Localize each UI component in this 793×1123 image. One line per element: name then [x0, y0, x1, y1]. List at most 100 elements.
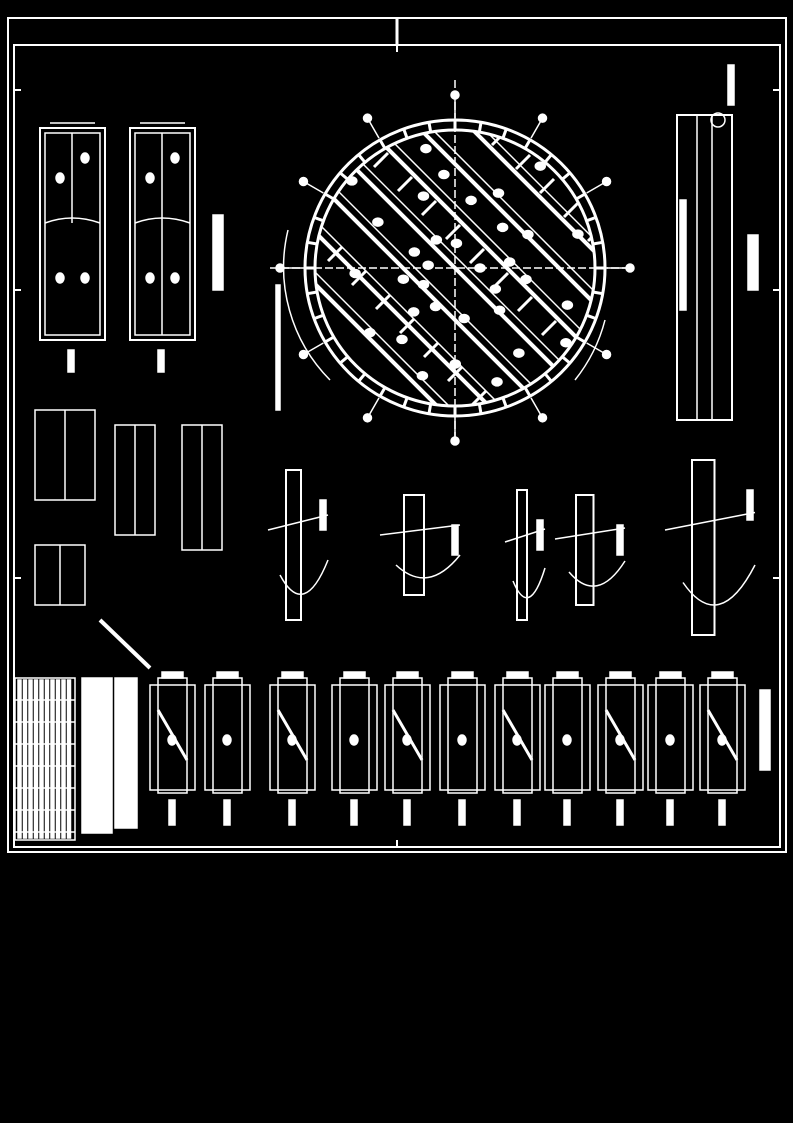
cross-brace	[514, 13, 528, 27]
manhole-marker	[407, 307, 420, 317]
ring-segment	[307, 240, 318, 246]
notes-text-block	[81, 677, 113, 834]
detail-section	[691, 459, 716, 636]
elevation-panel	[129, 122, 196, 373]
table-column	[61, 679, 66, 839]
hole-marker	[80, 152, 90, 164]
detail-section	[403, 494, 425, 596]
manhole-marker	[396, 334, 408, 345]
cross-brace	[562, 201, 580, 219]
panel-cap	[609, 671, 632, 679]
hole-marker	[222, 734, 232, 746]
manhole-marker	[489, 284, 502, 294]
panel-outline	[439, 684, 486, 791]
section-panel	[204, 671, 251, 826]
cross-brace	[236, 435, 250, 449]
callout-bubble	[450, 436, 460, 446]
section-panel	[149, 671, 196, 826]
cross-brace	[332, 531, 346, 545]
side-elevation	[676, 64, 759, 421]
leader-line	[586, 182, 605, 194]
ring-segment	[592, 290, 603, 296]
ring-segment	[339, 355, 349, 365]
ring-segment	[402, 128, 409, 139]
table-column	[39, 679, 44, 839]
panel-outline	[384, 684, 431, 791]
panel-cap	[343, 671, 366, 679]
cross-brace	[562, 61, 576, 75]
callout-bubble	[537, 113, 548, 123]
bottom-panel-row	[149, 671, 771, 826]
general-notes	[81, 677, 138, 834]
panel-label	[67, 349, 75, 373]
hole-marker	[349, 734, 359, 746]
detail-label	[746, 489, 754, 521]
panel-label	[168, 799, 176, 826]
panel-label	[403, 799, 411, 826]
panel-outline	[544, 684, 591, 791]
cross-brace	[372, 151, 390, 169]
leader-line	[530, 120, 542, 139]
ring-segment	[402, 397, 409, 408]
cross-brace	[280, 199, 294, 213]
manhole-marker	[493, 305, 506, 316]
panel-cap	[216, 671, 239, 679]
manhole-marker	[417, 191, 430, 201]
panel-brace	[156, 709, 189, 761]
ring-segment	[575, 335, 586, 344]
manhole-marker	[491, 377, 503, 387]
cross-brace	[348, 130, 366, 145]
cross-brace	[212, 411, 226, 425]
cross-brace	[396, 175, 414, 193]
manhole-marker	[364, 327, 376, 338]
manhole-marker	[422, 260, 434, 270]
panel-label	[563, 799, 571, 826]
detail-profile	[664, 511, 756, 606]
manhole-marker	[520, 274, 532, 285]
table-column	[17, 679, 22, 839]
cross-brace	[282, 341, 296, 355]
panel-outline	[204, 684, 251, 791]
manhole-marker	[408, 247, 421, 257]
ring-segment	[561, 355, 571, 365]
manhole-marker	[492, 188, 505, 198]
leader-line	[368, 120, 380, 139]
detail-views	[34, 409, 756, 670]
panel-brace	[706, 709, 739, 761]
cross-brace	[610, 109, 624, 123]
row-title	[759, 689, 771, 771]
panel-brace	[501, 709, 534, 761]
side-text	[679, 199, 687, 311]
cross-brace	[586, 85, 600, 99]
panel-outline	[647, 684, 694, 791]
cross-brace	[586, 225, 595, 243]
manhole-marker	[561, 300, 574, 310]
ring-segment	[307, 290, 318, 296]
panel-cap	[161, 671, 184, 679]
ring-segment	[523, 139, 532, 150]
leader-line	[586, 342, 605, 354]
callout-bubble	[362, 113, 373, 123]
leader-line	[305, 182, 324, 194]
dimension-arc	[282, 229, 606, 381]
section-panel	[699, 671, 746, 826]
callout-bubble	[450, 90, 460, 100]
cross-brace	[420, 59, 434, 73]
ring-segment	[501, 128, 508, 139]
ring-segment	[543, 153, 553, 164]
manhole-marker	[513, 348, 525, 358]
cross-brace	[612, 251, 626, 265]
callout-bubble	[298, 349, 309, 360]
ring-segment	[523, 386, 532, 397]
manhole-marker	[534, 161, 547, 171]
detail-label	[319, 499, 327, 531]
manhole-marker	[438, 169, 450, 180]
ring-segment	[357, 372, 367, 383]
cross-brace	[140, 339, 154, 353]
cross-brace	[350, 269, 368, 287]
hole-marker	[55, 272, 65, 284]
detail-section	[516, 489, 528, 621]
ring-segment	[477, 403, 483, 415]
manhole-marker	[416, 370, 429, 381]
panel-outline	[39, 127, 106, 341]
